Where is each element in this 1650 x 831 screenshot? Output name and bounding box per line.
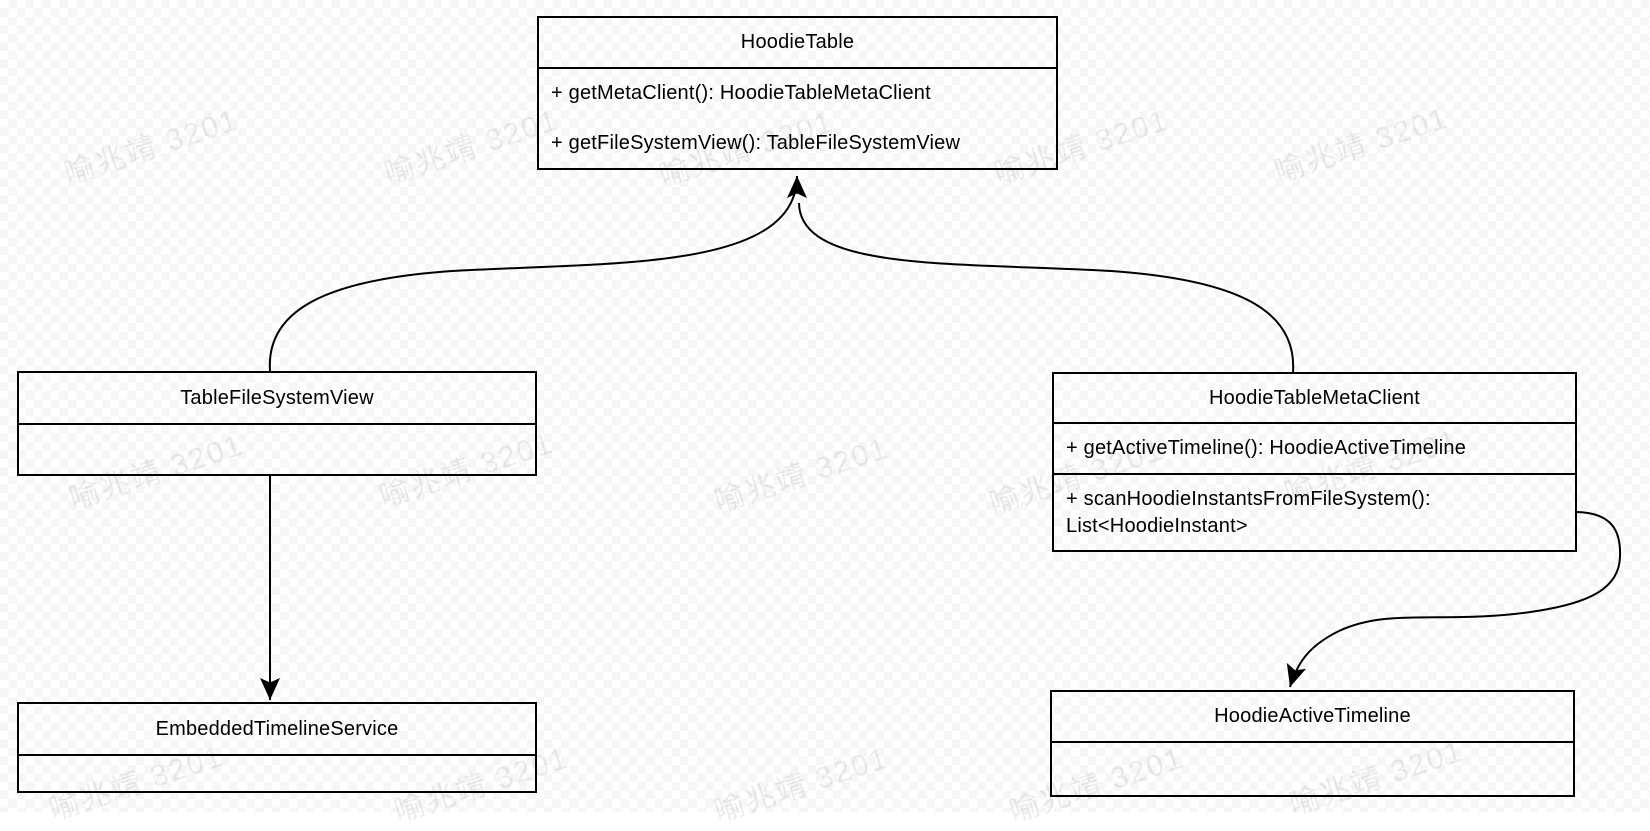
watermark-text: 喻兆靖 3201 xyxy=(710,431,893,519)
class-title: TableFileSystemView xyxy=(180,386,374,409)
class-box-hoodie-table[interactable]: HoodieTable + getMetaClient(): HoodieTab… xyxy=(537,16,1058,170)
class-empty-section xyxy=(19,423,535,474)
class-title: HoodieActiveTimeline xyxy=(1214,705,1411,727)
class-empty-section xyxy=(19,754,535,791)
method-label: + getMetaClient(): HoodieTableMetaClient xyxy=(551,82,931,105)
class-methods-section: + getActiveTimeline(): HoodieActiveTimel… xyxy=(1054,422,1575,473)
method-label: + scanHoodieInstantsFromFileSystem(): Li… xyxy=(1066,488,1431,537)
class-title: EmbeddedTimelineService xyxy=(155,717,399,740)
class-methods-section: + getMetaClient(): HoodieTableMetaClient… xyxy=(539,67,1056,168)
class-title: HoodieTableMetaClient xyxy=(1209,386,1420,409)
class-box-hoodie-active-timeline[interactable]: HoodieActiveTimeline xyxy=(1050,690,1575,797)
method-label: + getFileSystemView(): TableFileSystemVi… xyxy=(551,131,961,154)
watermark-text: 喻兆靖 3201 xyxy=(380,103,563,191)
watermark-text: 喻兆靖 3201 xyxy=(60,103,243,191)
method-label: + getActiveTimeline(): HoodieActiveTimel… xyxy=(1066,437,1467,459)
class-title: HoodieTable xyxy=(740,31,855,53)
class-box-table-file-system-view[interactable]: TableFileSystemView xyxy=(17,371,537,476)
edge-tablefilesystemview-to-hoodietable[interactable] xyxy=(268,175,807,372)
class-box-hoodie-table-meta-client[interactable]: HoodieTableMetaClient + getActiveTimelin… xyxy=(1052,372,1577,552)
watermark-text: 喻兆靖 3201 xyxy=(1270,101,1453,189)
class-box-embedded-timeline-service[interactable]: EmbeddedTimelineService xyxy=(17,702,537,793)
edge-hoodietablemetaclient-to-hoodietable[interactable] xyxy=(798,202,1295,373)
watermark-text: 喻兆靖 3201 xyxy=(710,741,893,829)
class-methods-section: + scanHoodieInstantsFromFileSystem(): Li… xyxy=(1054,473,1575,550)
class-empty-section xyxy=(1052,741,1573,795)
